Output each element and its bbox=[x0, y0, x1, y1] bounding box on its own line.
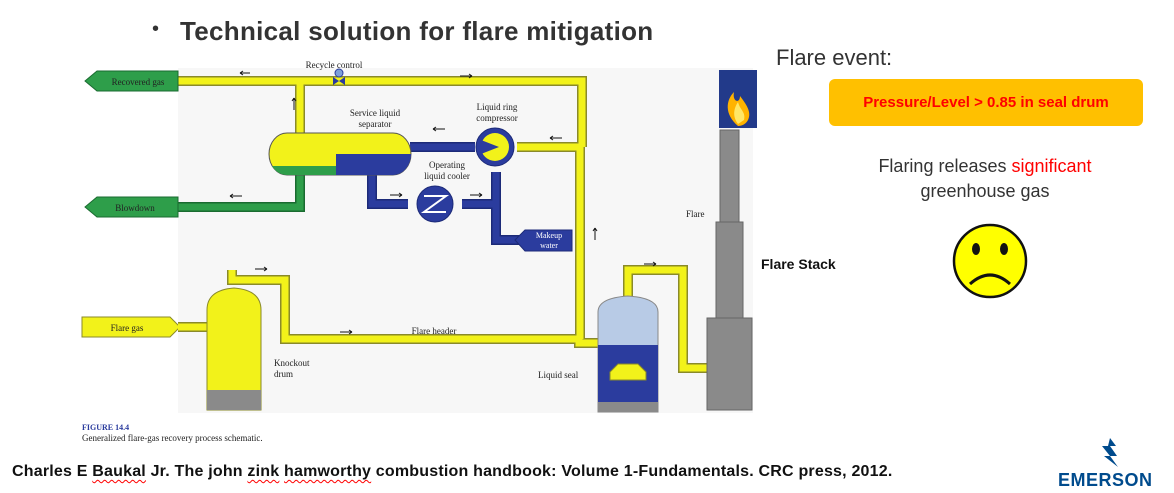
compressor-icon bbox=[475, 127, 515, 167]
citation-part: combustion handbook: Volume 1-Fundamenta… bbox=[371, 463, 893, 480]
figure-background bbox=[178, 68, 753, 413]
figure-number: FIGURE 14.4 bbox=[82, 423, 129, 432]
separator-label-line1: Service liquid bbox=[350, 108, 401, 118]
flare-stack-label: Flare Stack bbox=[761, 256, 836, 272]
sad-face-icon bbox=[952, 223, 1028, 299]
separator-label-line2: separator bbox=[359, 119, 392, 129]
blowdown-tag: Blowdown bbox=[84, 196, 179, 218]
blowdown-pipe bbox=[178, 175, 305, 212]
diagram-labels: Recycle control Service liquid separator… bbox=[274, 60, 705, 380]
flare-condition-box: Pressure/Level > 0.85 in seal drum bbox=[829, 79, 1143, 126]
citation-part: Jr. The john bbox=[145, 463, 248, 480]
makeup-water-tag: Makeup water bbox=[514, 229, 573, 252]
emerson-logo-text: EMERSON bbox=[1058, 470, 1153, 490]
svg-text:water: water bbox=[540, 241, 558, 250]
flare-label: Flare bbox=[686, 209, 705, 219]
emissions-text-start: Flaring releases bbox=[878, 156, 1012, 176]
flare-condition-text: Pressure/Level > 0.85 in seal drum bbox=[863, 94, 1109, 111]
knockout-label-line1: Knockout bbox=[274, 358, 310, 368]
valve-icon bbox=[333, 68, 345, 85]
citation-word-zink: zink bbox=[247, 463, 280, 480]
svg-text:Blowdown: Blowdown bbox=[115, 203, 155, 213]
svg-text:Recovered gas: Recovered gas bbox=[112, 77, 165, 87]
flare-stack bbox=[706, 129, 753, 411]
svg-text:Makeup: Makeup bbox=[536, 231, 562, 240]
heat-exchanger-icon bbox=[416, 185, 454, 223]
citation-part: Charles E bbox=[12, 463, 93, 480]
liquid-seal-drum bbox=[597, 295, 659, 413]
liquid-seal-label: Liquid seal bbox=[538, 370, 579, 380]
citation-word-hamworthy: hamworthy bbox=[284, 463, 372, 480]
emissions-statement: Flaring releases significant greenhouse … bbox=[830, 154, 1140, 204]
cooler-label-line2: liquid cooler bbox=[424, 171, 470, 181]
citation-author: Baukal bbox=[92, 463, 146, 480]
knockout-drum bbox=[206, 287, 262, 411]
slide-title: Technical solution for flare mitigation bbox=[180, 16, 654, 46]
cooler-label-line1: Operating bbox=[429, 160, 465, 170]
compressor-label-line2: compressor bbox=[476, 113, 518, 123]
flow-arrows bbox=[229, 70, 657, 335]
emissions-text-end: greenhouse gas bbox=[920, 181, 1050, 201]
emerson-logo-icon bbox=[1102, 438, 1118, 467]
citation: Charles E Baukal Jr. The john zink hamwo… bbox=[12, 463, 892, 481]
compressor-label-line1: Liquid ring bbox=[477, 102, 518, 112]
recovered-gas-tag: Recovered gas bbox=[84, 70, 179, 92]
service-liquid-separator bbox=[268, 132, 412, 176]
emissions-highlight: significant bbox=[1011, 156, 1092, 176]
liquid-loop-pipes bbox=[367, 142, 520, 245]
knockout-label-line2: drum bbox=[274, 369, 293, 379]
flare-gas-tag: Flare gas bbox=[81, 316, 181, 338]
flare-event-label: Flare event: bbox=[776, 45, 893, 70]
flare-header-label: Flare header bbox=[412, 326, 457, 336]
figure-caption: Generalized flare-gas recovery process s… bbox=[82, 433, 263, 443]
svg-text:Flare gas: Flare gas bbox=[111, 323, 144, 333]
flame-icon bbox=[719, 70, 757, 128]
recycle-control-label: Recycle control bbox=[306, 60, 363, 70]
title-bullet: • bbox=[152, 18, 160, 40]
